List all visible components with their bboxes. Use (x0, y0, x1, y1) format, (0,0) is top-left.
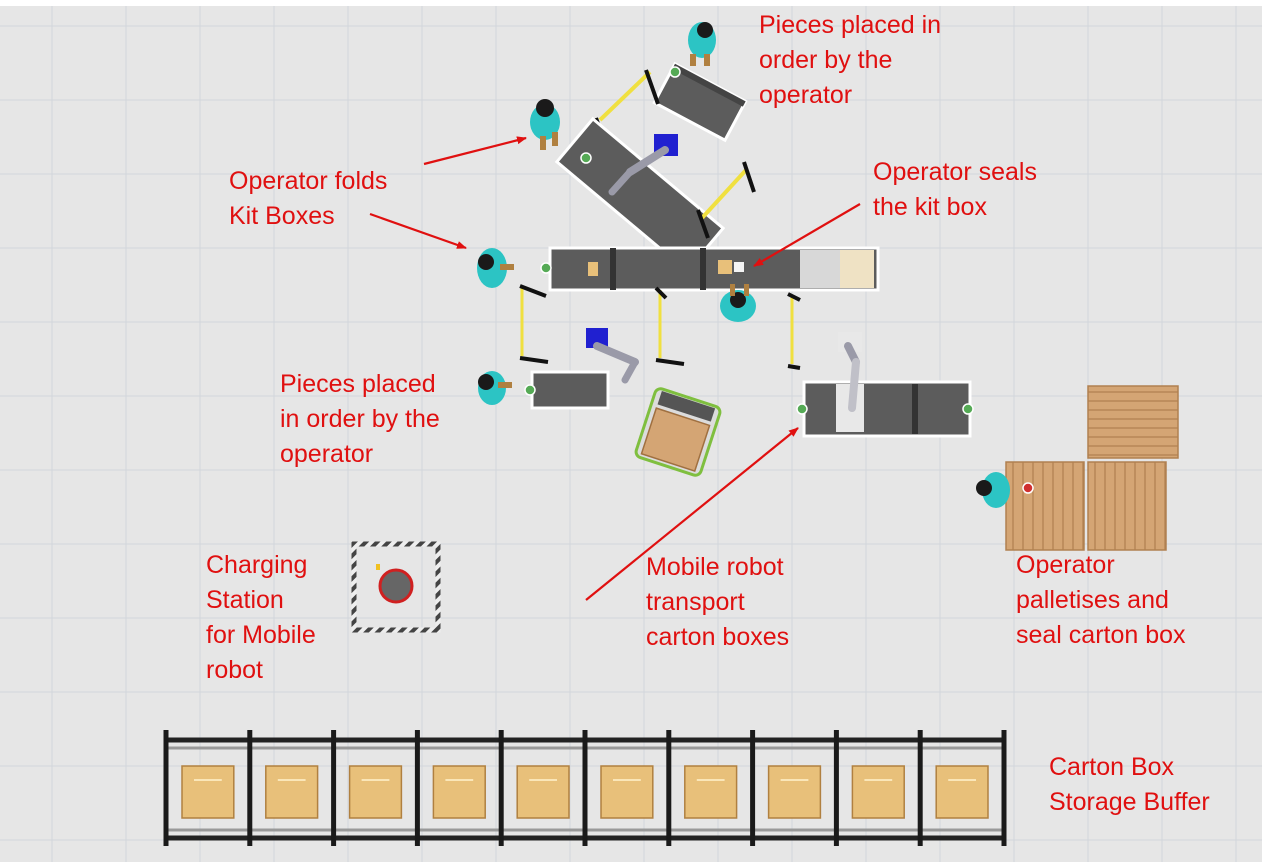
label-operator-folds: Operator folds Kit Boxes (229, 167, 388, 230)
operator-folding (530, 99, 560, 150)
carton-box (432, 765, 486, 819)
operator-sealing (720, 284, 756, 322)
sensor-marker (962, 403, 974, 415)
carton-box (600, 765, 654, 819)
carton-box (767, 765, 822, 819)
carton-box (935, 765, 989, 819)
label-charging-station: Charging Station for Mobile robot (206, 551, 316, 684)
arrow-folds-to-operator-top (423, 136, 527, 166)
label-mobile-robot: Mobile robot transport carton boxes (646, 553, 790, 651)
annotation-arrows (369, 136, 861, 601)
arrow-mobile-robot-to-conveyor (585, 427, 799, 601)
operator-left (478, 371, 512, 405)
pallet (1005, 461, 1085, 551)
arrow-folds-to-operator-left (369, 212, 467, 250)
sensor-marker (580, 152, 592, 164)
sensor-marker (796, 403, 808, 415)
carton-box (516, 765, 570, 819)
operator-pallet (976, 472, 1034, 508)
carton-box (181, 765, 235, 819)
carton-box (684, 765, 738, 819)
carton-box (851, 765, 905, 819)
label-pieces-top: Pieces placed in order by the operator (759, 11, 942, 109)
safety-fence-lower (519, 284, 801, 370)
sensor-marker (540, 262, 552, 274)
arrow-seals-to-box (753, 203, 861, 267)
charging-station (351, 541, 441, 633)
main-conveyor (548, 246, 880, 292)
sensor-marker (524, 384, 536, 396)
label-storage-buffer: Carton Box Storage Buffer (1049, 753, 1210, 816)
operator-main-left (477, 248, 514, 288)
top-conveyor (652, 61, 748, 143)
carton-box (265, 765, 319, 819)
mobile-robot (634, 387, 722, 477)
left-conveyor (530, 370, 610, 410)
sensor-marker (669, 66, 681, 78)
floor-area (0, 6, 1262, 862)
pallet-stack (1005, 385, 1179, 551)
label-operator-seals: Operator seals the kit box (873, 158, 1037, 221)
robot-arm-right (838, 332, 862, 412)
carton-box (348, 765, 403, 819)
floor-grid (0, 6, 1262, 862)
robot-arm-top (608, 134, 678, 196)
pallet (1087, 385, 1179, 459)
label-operator-palletises: Operator palletises and seal carton box (1016, 551, 1186, 649)
safety-fence-right (696, 161, 756, 239)
pallet (1087, 461, 1167, 551)
operator-top (688, 22, 716, 66)
carton-storage-rack (163, 730, 1007, 846)
label-pieces-left: Pieces placed in order by the operator (280, 370, 440, 468)
robot-arm-left (586, 328, 639, 384)
right-conveyor (802, 380, 972, 438)
